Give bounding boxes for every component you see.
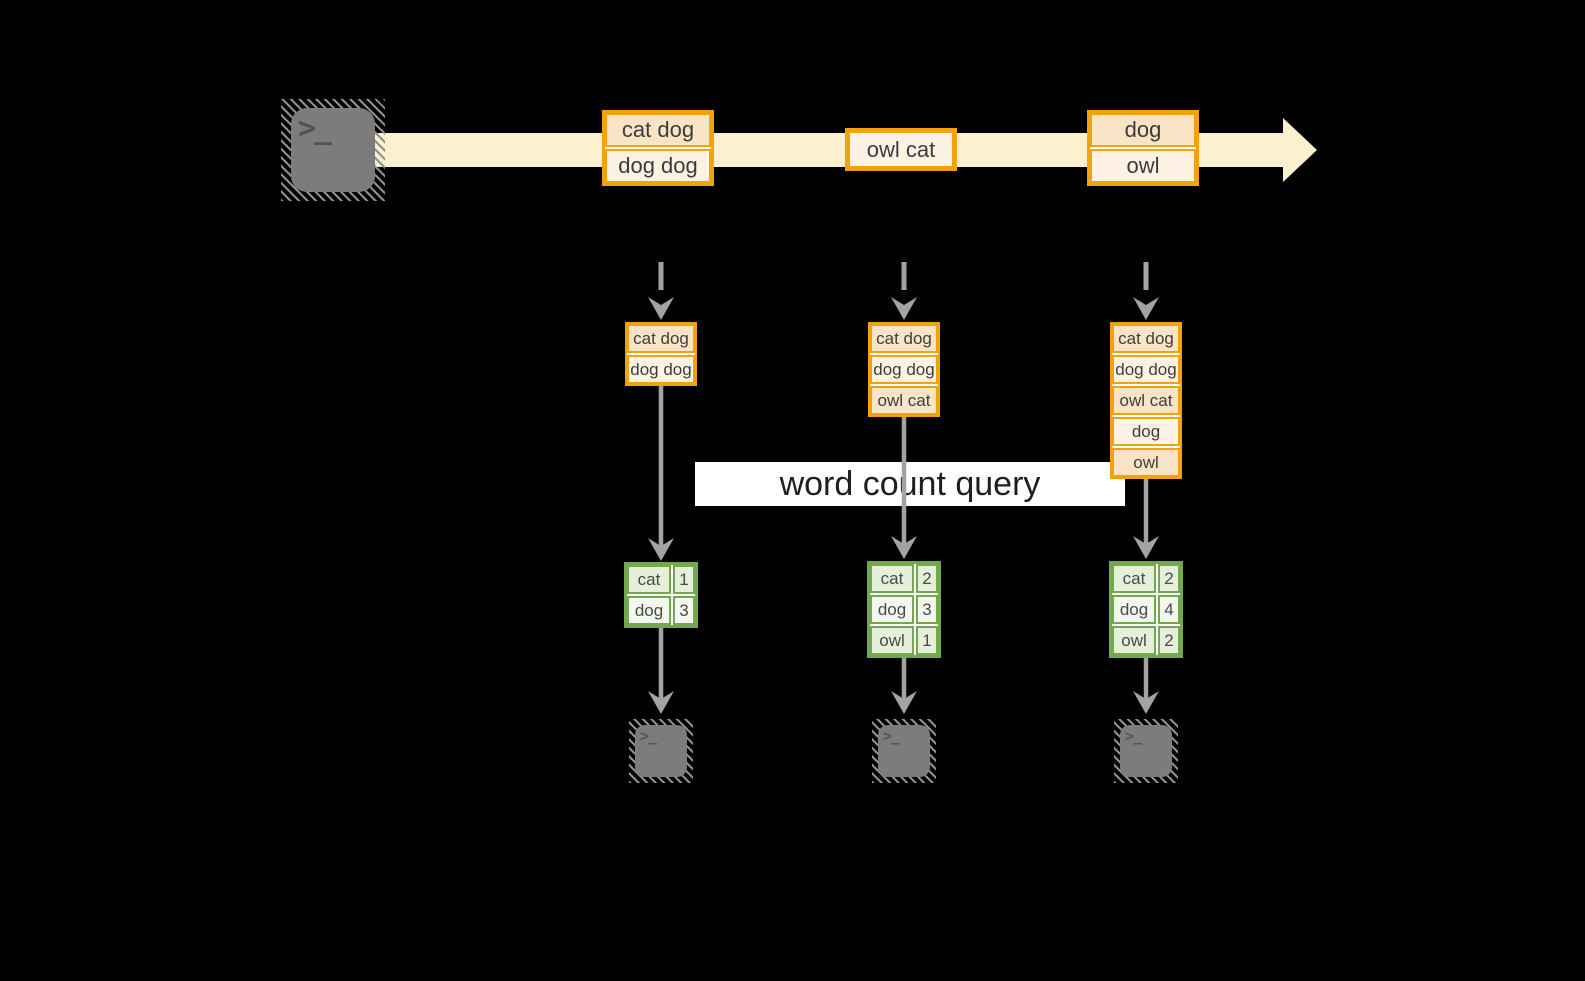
stream-batch-cell: cat dog bbox=[605, 113, 711, 147]
query-banner: word count query bbox=[695, 462, 1125, 506]
query-banner-label: word count query bbox=[779, 464, 1041, 503]
terminal-window bbox=[878, 725, 930, 777]
word-cell: dog bbox=[870, 595, 914, 624]
stream-batch-cell: owl cat bbox=[848, 131, 954, 168]
word-cell: owl bbox=[1112, 626, 1156, 655]
terminal-window bbox=[291, 108, 375, 192]
dashed-ingest-arrow bbox=[648, 262, 1159, 320]
buffer-cell: owl bbox=[1112, 448, 1180, 477]
word-cell: dog bbox=[627, 596, 671, 625]
micro-batch-buffer-1: cat dog dog dog bbox=[625, 322, 697, 386]
sink-terminal-icon-1: >_ bbox=[629, 719, 693, 783]
table-row: dog 3 bbox=[627, 596, 695, 625]
sink-terminal-icon-2: >_ bbox=[872, 719, 936, 783]
terminal-window bbox=[1120, 725, 1172, 777]
terminal-prompt-icon: >_ bbox=[1125, 727, 1142, 745]
buffer-cell: dog dog bbox=[870, 355, 938, 384]
stream-batch-1: cat dog dog dog bbox=[602, 110, 714, 186]
table-row: cat 2 bbox=[870, 564, 938, 593]
stream-arrowhead-icon bbox=[1283, 118, 1317, 182]
buffer-cell: dog dog bbox=[1112, 355, 1180, 384]
buffer-cell: owl cat bbox=[870, 386, 938, 415]
sink-terminal-icon-3: >_ bbox=[1114, 719, 1178, 783]
buffer-cell: cat dog bbox=[870, 324, 938, 353]
micro-batch-buffer-2: cat dog dog dog owl cat bbox=[868, 322, 940, 417]
stream-batch-cell: dog bbox=[1090, 113, 1196, 147]
word-count-table-1: cat 1 dog 3 bbox=[624, 562, 698, 628]
count-cell: 3 bbox=[916, 595, 938, 624]
count-cell: 2 bbox=[1158, 626, 1180, 655]
terminal-window bbox=[635, 725, 687, 777]
table-row: dog 3 bbox=[870, 595, 938, 624]
stream-batch-3: dog owl bbox=[1087, 110, 1199, 186]
stream-batch-cell: dog dog bbox=[605, 149, 711, 183]
table-row: cat 2 bbox=[1112, 564, 1180, 593]
count-cell: 2 bbox=[916, 564, 938, 593]
terminal-prompt-icon: >_ bbox=[298, 111, 332, 146]
buffer-cell: dog dog bbox=[627, 355, 695, 384]
word-cell: dog bbox=[1112, 595, 1156, 624]
count-cell: 1 bbox=[673, 565, 695, 594]
count-cell: 1 bbox=[916, 626, 938, 655]
table-row: cat 1 bbox=[627, 565, 695, 594]
word-count-table-3: cat 2 dog 4 owl 2 bbox=[1109, 561, 1183, 658]
terminal-prompt-icon: >_ bbox=[883, 727, 900, 745]
table-row: owl 2 bbox=[1112, 626, 1180, 655]
micro-batch-buffer-3: cat dog dog dog owl cat dog owl bbox=[1110, 322, 1182, 479]
table-row: dog 4 bbox=[1112, 595, 1180, 624]
count-cell: 2 bbox=[1158, 564, 1180, 593]
buffer-cell: cat dog bbox=[627, 324, 695, 353]
word-count-table-2: cat 2 dog 3 owl 1 bbox=[867, 561, 941, 658]
stream-batch-2: owl cat bbox=[845, 128, 957, 171]
table-row: owl 1 bbox=[870, 626, 938, 655]
count-cell: 4 bbox=[1158, 595, 1180, 624]
word-cell: cat bbox=[870, 564, 914, 593]
buffer-cell: cat dog bbox=[1112, 324, 1180, 353]
stream-batch-cell: owl bbox=[1090, 149, 1196, 183]
source-terminal-icon: >_ bbox=[281, 99, 385, 201]
word-cell: cat bbox=[627, 565, 671, 594]
word-cell: owl bbox=[870, 626, 914, 655]
buffer-cell: dog bbox=[1112, 417, 1180, 446]
count-cell: 3 bbox=[673, 596, 695, 625]
word-cell: cat bbox=[1112, 564, 1156, 593]
buffer-cell: owl cat bbox=[1112, 386, 1180, 415]
terminal-prompt-icon: >_ bbox=[640, 727, 657, 745]
